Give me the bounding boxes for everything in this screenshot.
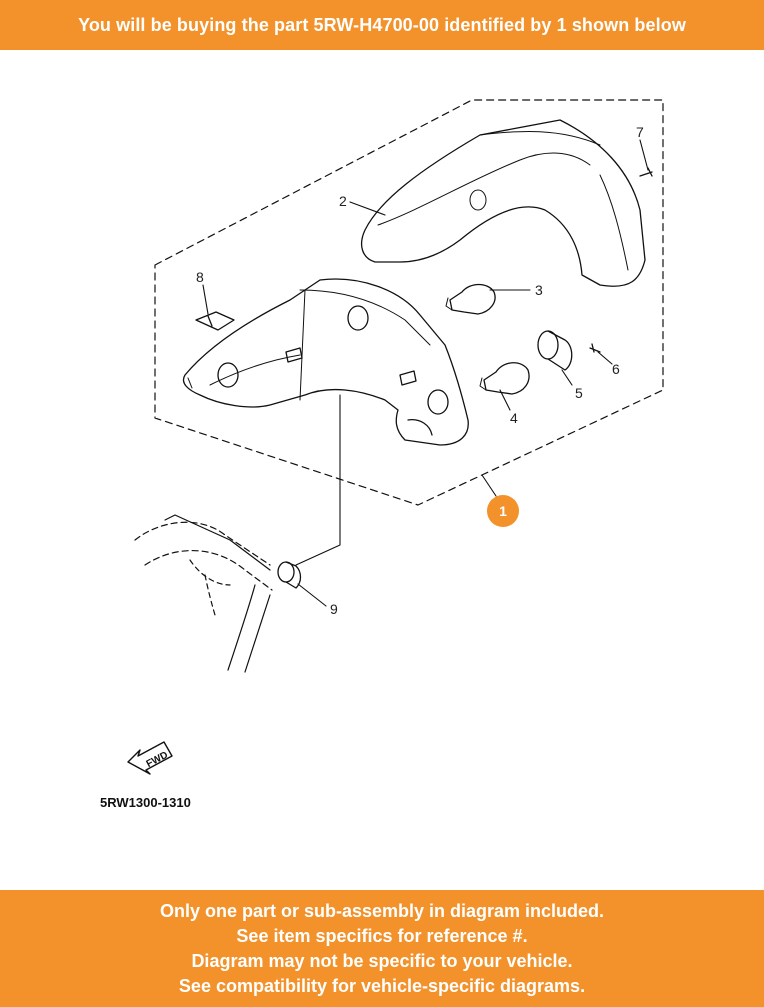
light-housing — [182, 278, 469, 446]
top-banner: You will be buying the part 5RW-H4700-00… — [0, 0, 764, 50]
bottom-banner: Only one part or sub-assembly in diagram… — [0, 890, 764, 1007]
bulb-4 — [479, 362, 530, 395]
assembly-boundary — [154, 99, 664, 506]
diagram-code: 5RW1300-1310 — [100, 795, 191, 810]
lens-cover — [361, 119, 646, 287]
footer-line-2: See item specifics for reference #. — [236, 925, 528, 946]
fwd-arrow — [127, 741, 173, 775]
grommet-9 — [277, 561, 302, 589]
callout-3: 3 — [535, 282, 543, 298]
banner-text: You will be buying the part 5RW-H4700-00… — [78, 14, 686, 35]
socket-5 — [537, 330, 573, 371]
footer-line-4: See compatibility for vehicle-specific d… — [178, 975, 586, 996]
footer-line-3: Diagram may not be specific to your vehi… — [191, 950, 573, 971]
leader-lines — [202, 139, 649, 607]
fwd-label: FWD — [145, 750, 170, 770]
callout-1: 1 — [499, 503, 507, 519]
parts-diagram: 2 3 4 5 6 7 8 9 1 FWD 5RW1300-1310 — [0, 50, 764, 890]
nut-8 — [195, 311, 235, 331]
diagram-svg: 2 3 4 5 6 7 8 9 1 FWD 5RW1300-1310 — [100, 99, 664, 810]
callout-2: 2 — [339, 193, 347, 209]
callout-4: 4 — [510, 410, 518, 426]
callout-6: 6 — [612, 361, 620, 377]
bulb-3 — [445, 283, 496, 315]
screw-7 — [639, 167, 653, 177]
footer-line-1: Only one part or sub-assembly in diagram… — [159, 900, 605, 921]
screw-6 — [589, 343, 601, 353]
frame-bracket — [134, 514, 273, 673]
highlight-marker — [487, 495, 519, 527]
callout-7: 7 — [636, 124, 644, 140]
callout-9: 9 — [330, 601, 338, 617]
callout-5: 5 — [575, 385, 583, 401]
callout-8: 8 — [196, 269, 204, 285]
